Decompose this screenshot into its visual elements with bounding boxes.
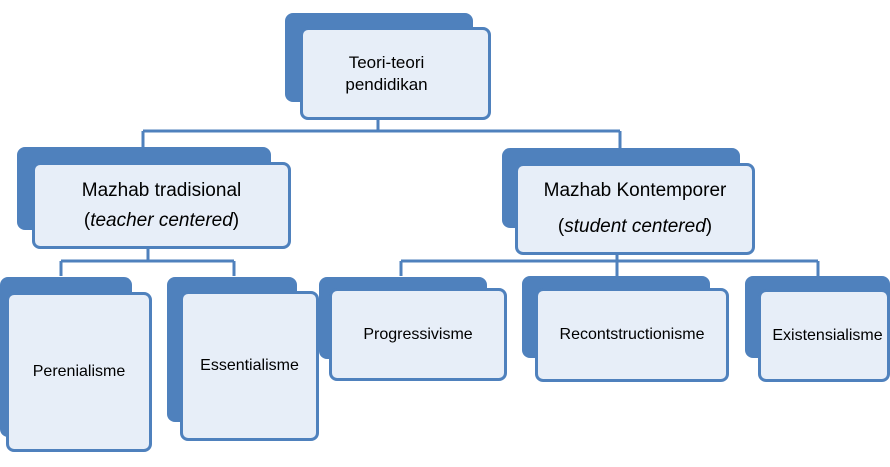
contemporary-focus: student centered	[564, 216, 706, 237]
root-label-line1: Teori-teori	[348, 52, 425, 72]
contemporary-subtitle: (student centered)	[557, 216, 713, 237]
root-label-line2: pendidikan	[345, 74, 428, 94]
contemporary-title: Mazhab Kontemporer	[543, 180, 727, 201]
perenialisme-label: Perenialisme	[32, 363, 126, 380]
essentialisme-label: Essentialisme	[200, 357, 299, 374]
existensialisme-label: Existensialisme	[772, 326, 883, 344]
traditional-title: Mazhab tradisional	[81, 179, 242, 201]
progressivisme-label: Progressivisme	[363, 325, 473, 343]
recontstructionisme-label: Recontstructionisme	[559, 326, 705, 343]
traditional-subtitle: (teacher centered)	[83, 209, 240, 231]
traditional-focus: teacher centered	[90, 209, 233, 231]
